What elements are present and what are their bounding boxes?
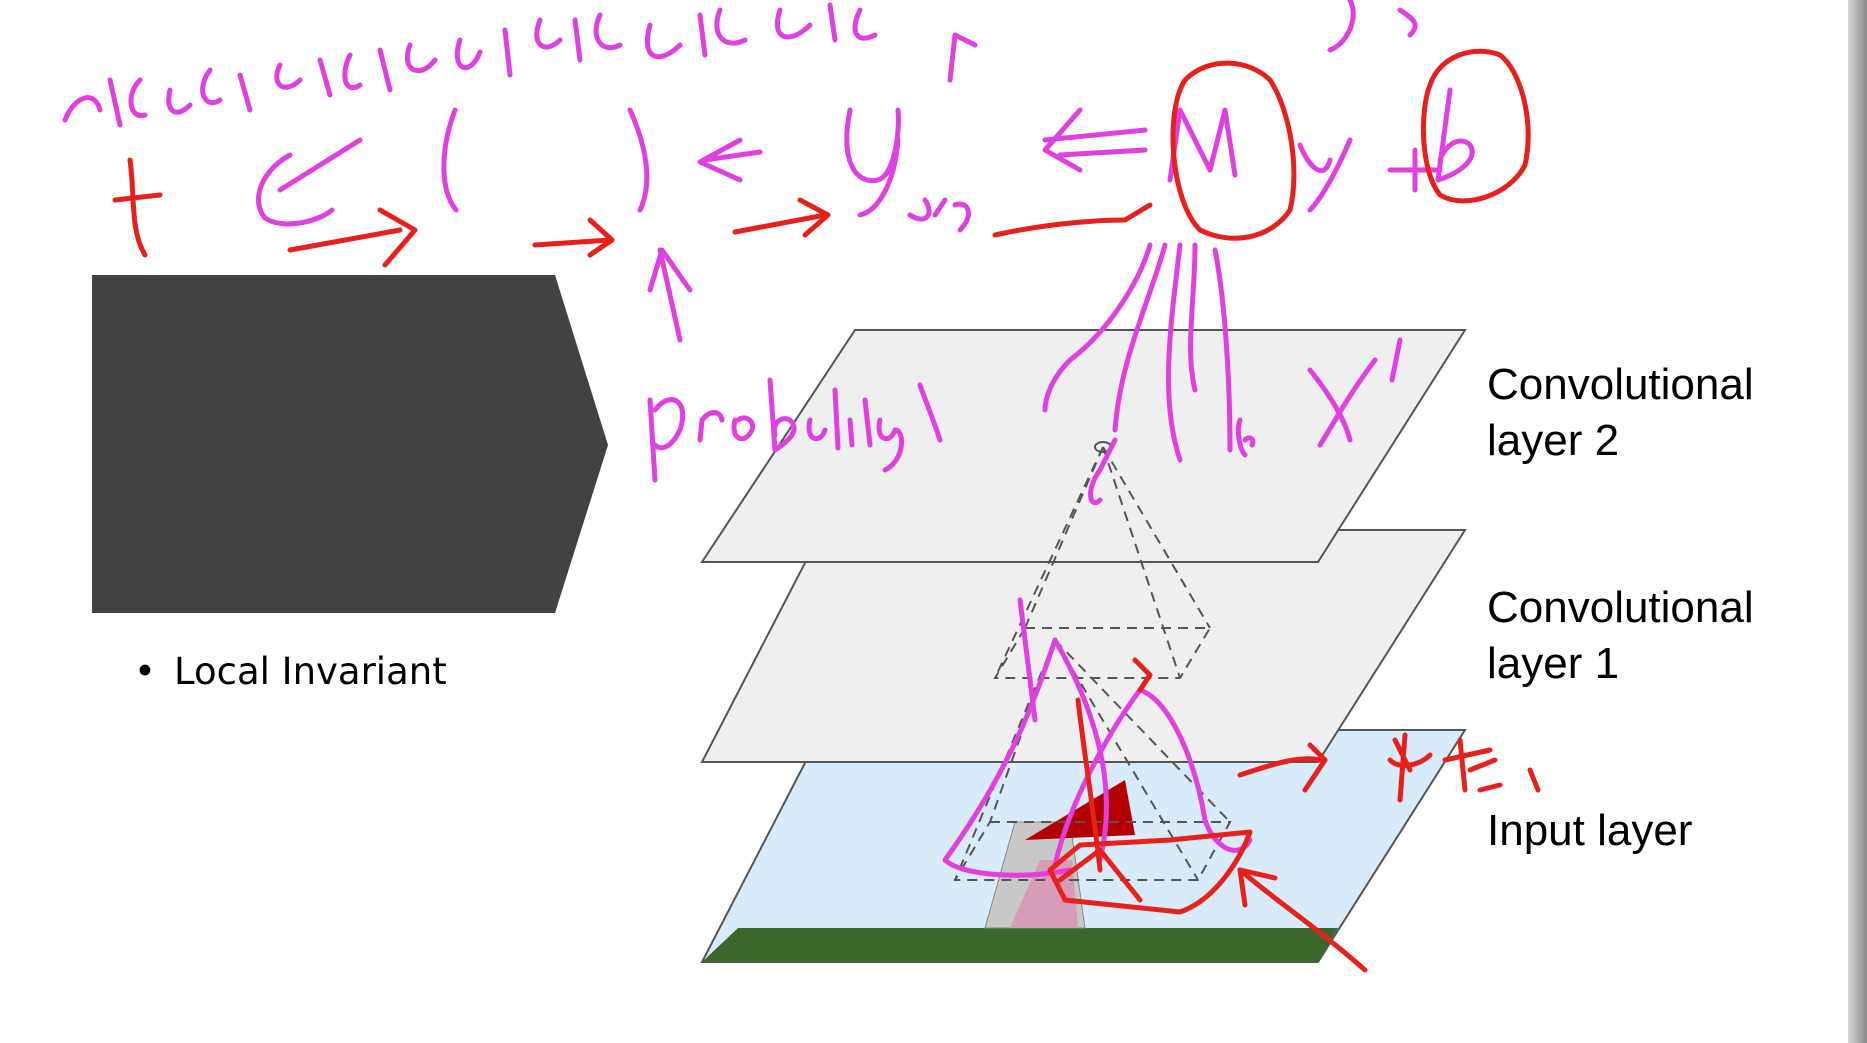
dark-arrow-shape [92,275,608,613]
conv-layer-2-plane [700,329,1467,563]
conv-layer-1-label-line1: Convolutional [1487,583,1754,632]
red-handwriting [112,48,1541,973]
input-layer-label: Input layer [1487,806,1693,855]
conv-layer-2-label-line1: Convolutional [1487,360,1754,409]
bullet-item: • Local Invariant [134,650,447,693]
conv-layer-2-label-line2: layer 2 [1487,416,1620,465]
magenta-handwriting [62,0,1475,878]
bullet-text: Local Invariant [174,650,447,693]
bullet-dot: • [134,650,156,693]
conv-layer-1-label: Convolutional layer 1 [1487,580,1754,692]
window-edge-strip [1848,0,1867,1043]
conv-layer-2-label: Convolutional layer 2 [1487,357,1754,469]
conv-layer-1-label-line2: layer 1 [1487,639,1620,688]
